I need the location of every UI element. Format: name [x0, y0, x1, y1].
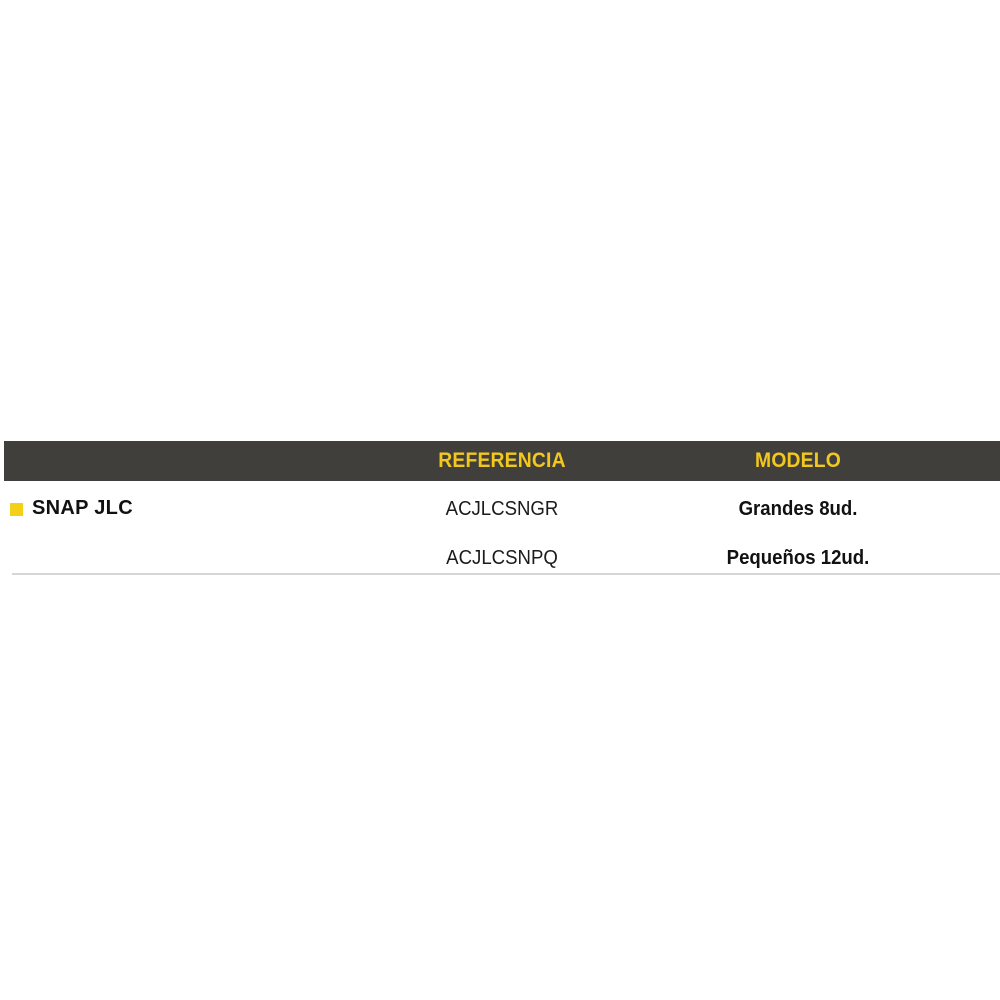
- reference-value: ACJLCSNGR: [445, 498, 559, 520]
- column-header-referencia: REFERENCIA: [438, 449, 566, 472]
- table-header-bar: REFERENCIA MODELO: [4, 441, 1000, 481]
- square-bullet-icon: [10, 503, 23, 516]
- blank-top-area: [0, 0, 1000, 441]
- table-row: ACJLCSNPQ Pequeños 12ud.: [4, 527, 1000, 569]
- reference-table: REFERENCIA MODELO SNAP JLC ACJLCSNGR Gra…: [0, 441, 1000, 575]
- product-group-cell-empty: [4, 527, 404, 564]
- product-group-cell: SNAP JLC: [4, 490, 404, 527]
- product-group-label: SNAP JLC: [32, 497, 133, 519]
- column-header-modelo: MODELO: [755, 449, 841, 472]
- blank-bottom-area: [0, 575, 1000, 1000]
- reference-value: ACJLCSNPQ: [446, 547, 558, 569]
- table-row: SNAP JLC ACJLCSNGR Grandes 8ud.: [4, 490, 1000, 527]
- table-bottom-rule: [12, 573, 1000, 575]
- model-value: Pequeños 12ud.: [726, 547, 870, 569]
- model-value: Grandes 8ud.: [738, 498, 858, 520]
- table-body: SNAP JLC ACJLCSNGR Grandes 8ud. ACJLCSNP…: [4, 481, 1000, 575]
